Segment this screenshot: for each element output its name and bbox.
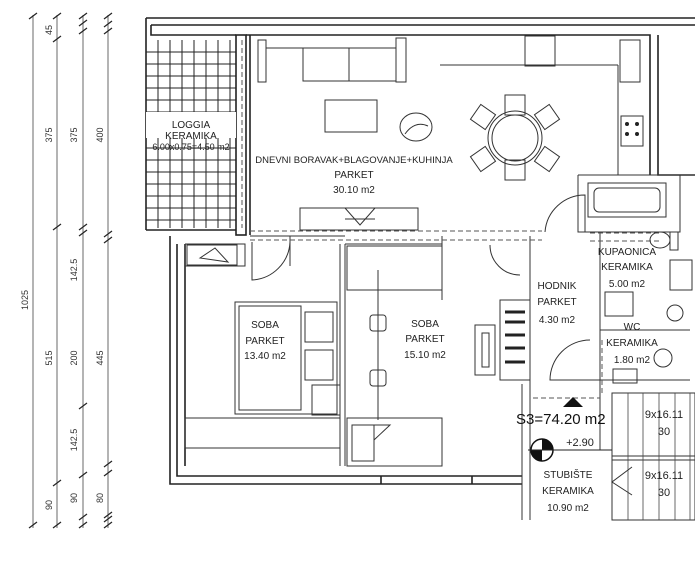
dim-c2-2: 515 xyxy=(44,350,54,365)
dim-c3-2: 375 xyxy=(69,127,79,142)
dim-c4-2: 400 xyxy=(95,127,105,142)
dimension-lines: 1025 45 375 515 90 375 142.5 200 142.5 9… xyxy=(20,12,113,529)
wc-floor: KERAMIKA xyxy=(606,338,658,349)
dim-c4-6: 80 xyxy=(95,493,105,503)
bed-1 xyxy=(234,301,341,416)
bed-2-top xyxy=(346,245,443,291)
dim-c3-7: 90 xyxy=(69,493,79,503)
washbasin-icon xyxy=(669,259,693,291)
shoe-cabinet xyxy=(474,299,531,381)
desk-chairs xyxy=(369,270,387,420)
level-mark: +2.90 xyxy=(566,437,594,449)
bathroom-floor: KERAMIKA xyxy=(601,262,653,273)
walls xyxy=(145,17,695,520)
entrance-arrow-icon xyxy=(563,397,583,407)
loggia-tile-grid xyxy=(146,40,236,228)
armchair xyxy=(399,112,433,142)
stair-flight-2-steps: 9x16.11 xyxy=(645,470,683,482)
bathroom-fixtures xyxy=(587,182,693,384)
bedroom2-area: 15.10 m2 xyxy=(404,350,446,361)
doors xyxy=(251,194,591,381)
sofa xyxy=(257,37,407,83)
wc-basin-icon xyxy=(612,368,638,384)
coffee-table xyxy=(324,99,378,133)
bathroom-name: KUPAONICA xyxy=(598,247,656,258)
bedroom2-floor: PARKET xyxy=(405,334,444,345)
window-mark xyxy=(198,247,230,263)
living-area: 30.10 m2 xyxy=(333,185,375,196)
kitchen-counter xyxy=(440,35,644,175)
stair-flight-2-tread: 30 xyxy=(658,487,670,499)
living-floor: PARKET xyxy=(334,170,373,181)
stair-flight-1-tread: 30 xyxy=(658,426,670,438)
sink-icon xyxy=(619,39,641,83)
wardrobe-top xyxy=(186,244,238,266)
bedroom1-name: SOBA xyxy=(251,320,279,331)
bed-2 xyxy=(346,417,443,467)
opening-lines xyxy=(241,40,660,399)
dim-c2-3: 90 xyxy=(44,500,54,510)
bathtub-icon xyxy=(587,182,667,218)
total-area: S3=74.20 m2 xyxy=(516,411,606,428)
wardrobe-1 xyxy=(184,417,341,449)
dining-table xyxy=(469,94,561,181)
level-marker-icon xyxy=(528,438,612,462)
loggia-floor: KERAMIKA xyxy=(165,131,217,142)
loggia-area: 6.00x0.75=4.50 m2 xyxy=(152,142,229,152)
tv-unit xyxy=(299,207,419,231)
stair-flight-1-steps: 9x16.11 xyxy=(645,409,683,421)
loggia-label-bg xyxy=(146,112,236,138)
dim-c3-6: 142.5 xyxy=(69,429,79,452)
dim-c2-0: 45 xyxy=(44,25,54,35)
bedroom2-name: SOBA xyxy=(411,319,439,330)
stairwell-area: 10.90 m2 xyxy=(547,503,589,514)
stairwell-name: STUBIŠTE xyxy=(544,468,593,481)
wc-area: 1.80 m2 xyxy=(614,355,651,366)
hallway-floor: PARKET xyxy=(537,297,576,308)
dim-total: 1025 xyxy=(20,290,30,310)
stove-icon xyxy=(620,115,644,147)
toilet-icon xyxy=(649,231,671,249)
living-name: DNEVNI BORAVAK+BLAGOVANJE+KUHINJA xyxy=(255,155,453,166)
dim-c3-5: 200 xyxy=(69,350,79,365)
hallway-area: 4.30 m2 xyxy=(539,315,576,326)
room-labels: LOGGIA KERAMIKA 6.00x0.75=4.50 m2 DNEVNI… xyxy=(152,120,683,514)
wc-name: WC xyxy=(624,322,641,333)
loggia-name: LOGGIA xyxy=(172,120,211,131)
bedroom1-floor: PARKET xyxy=(245,336,284,347)
washing-machine-icon xyxy=(604,291,634,317)
hallway-name: HODNIK xyxy=(538,281,577,292)
dim-c3-4: 142.5 xyxy=(69,259,79,282)
dim-c2-1: 375 xyxy=(44,127,54,142)
stairs xyxy=(611,392,695,521)
dim-c4-4: 445 xyxy=(95,350,105,365)
bathroom-area: 5.00 m2 xyxy=(609,279,646,290)
stairwell-floor: KERAMIKA xyxy=(542,486,594,497)
wc-toilet-icon xyxy=(653,348,673,368)
bedroom1-area: 13.40 m2 xyxy=(244,351,286,362)
